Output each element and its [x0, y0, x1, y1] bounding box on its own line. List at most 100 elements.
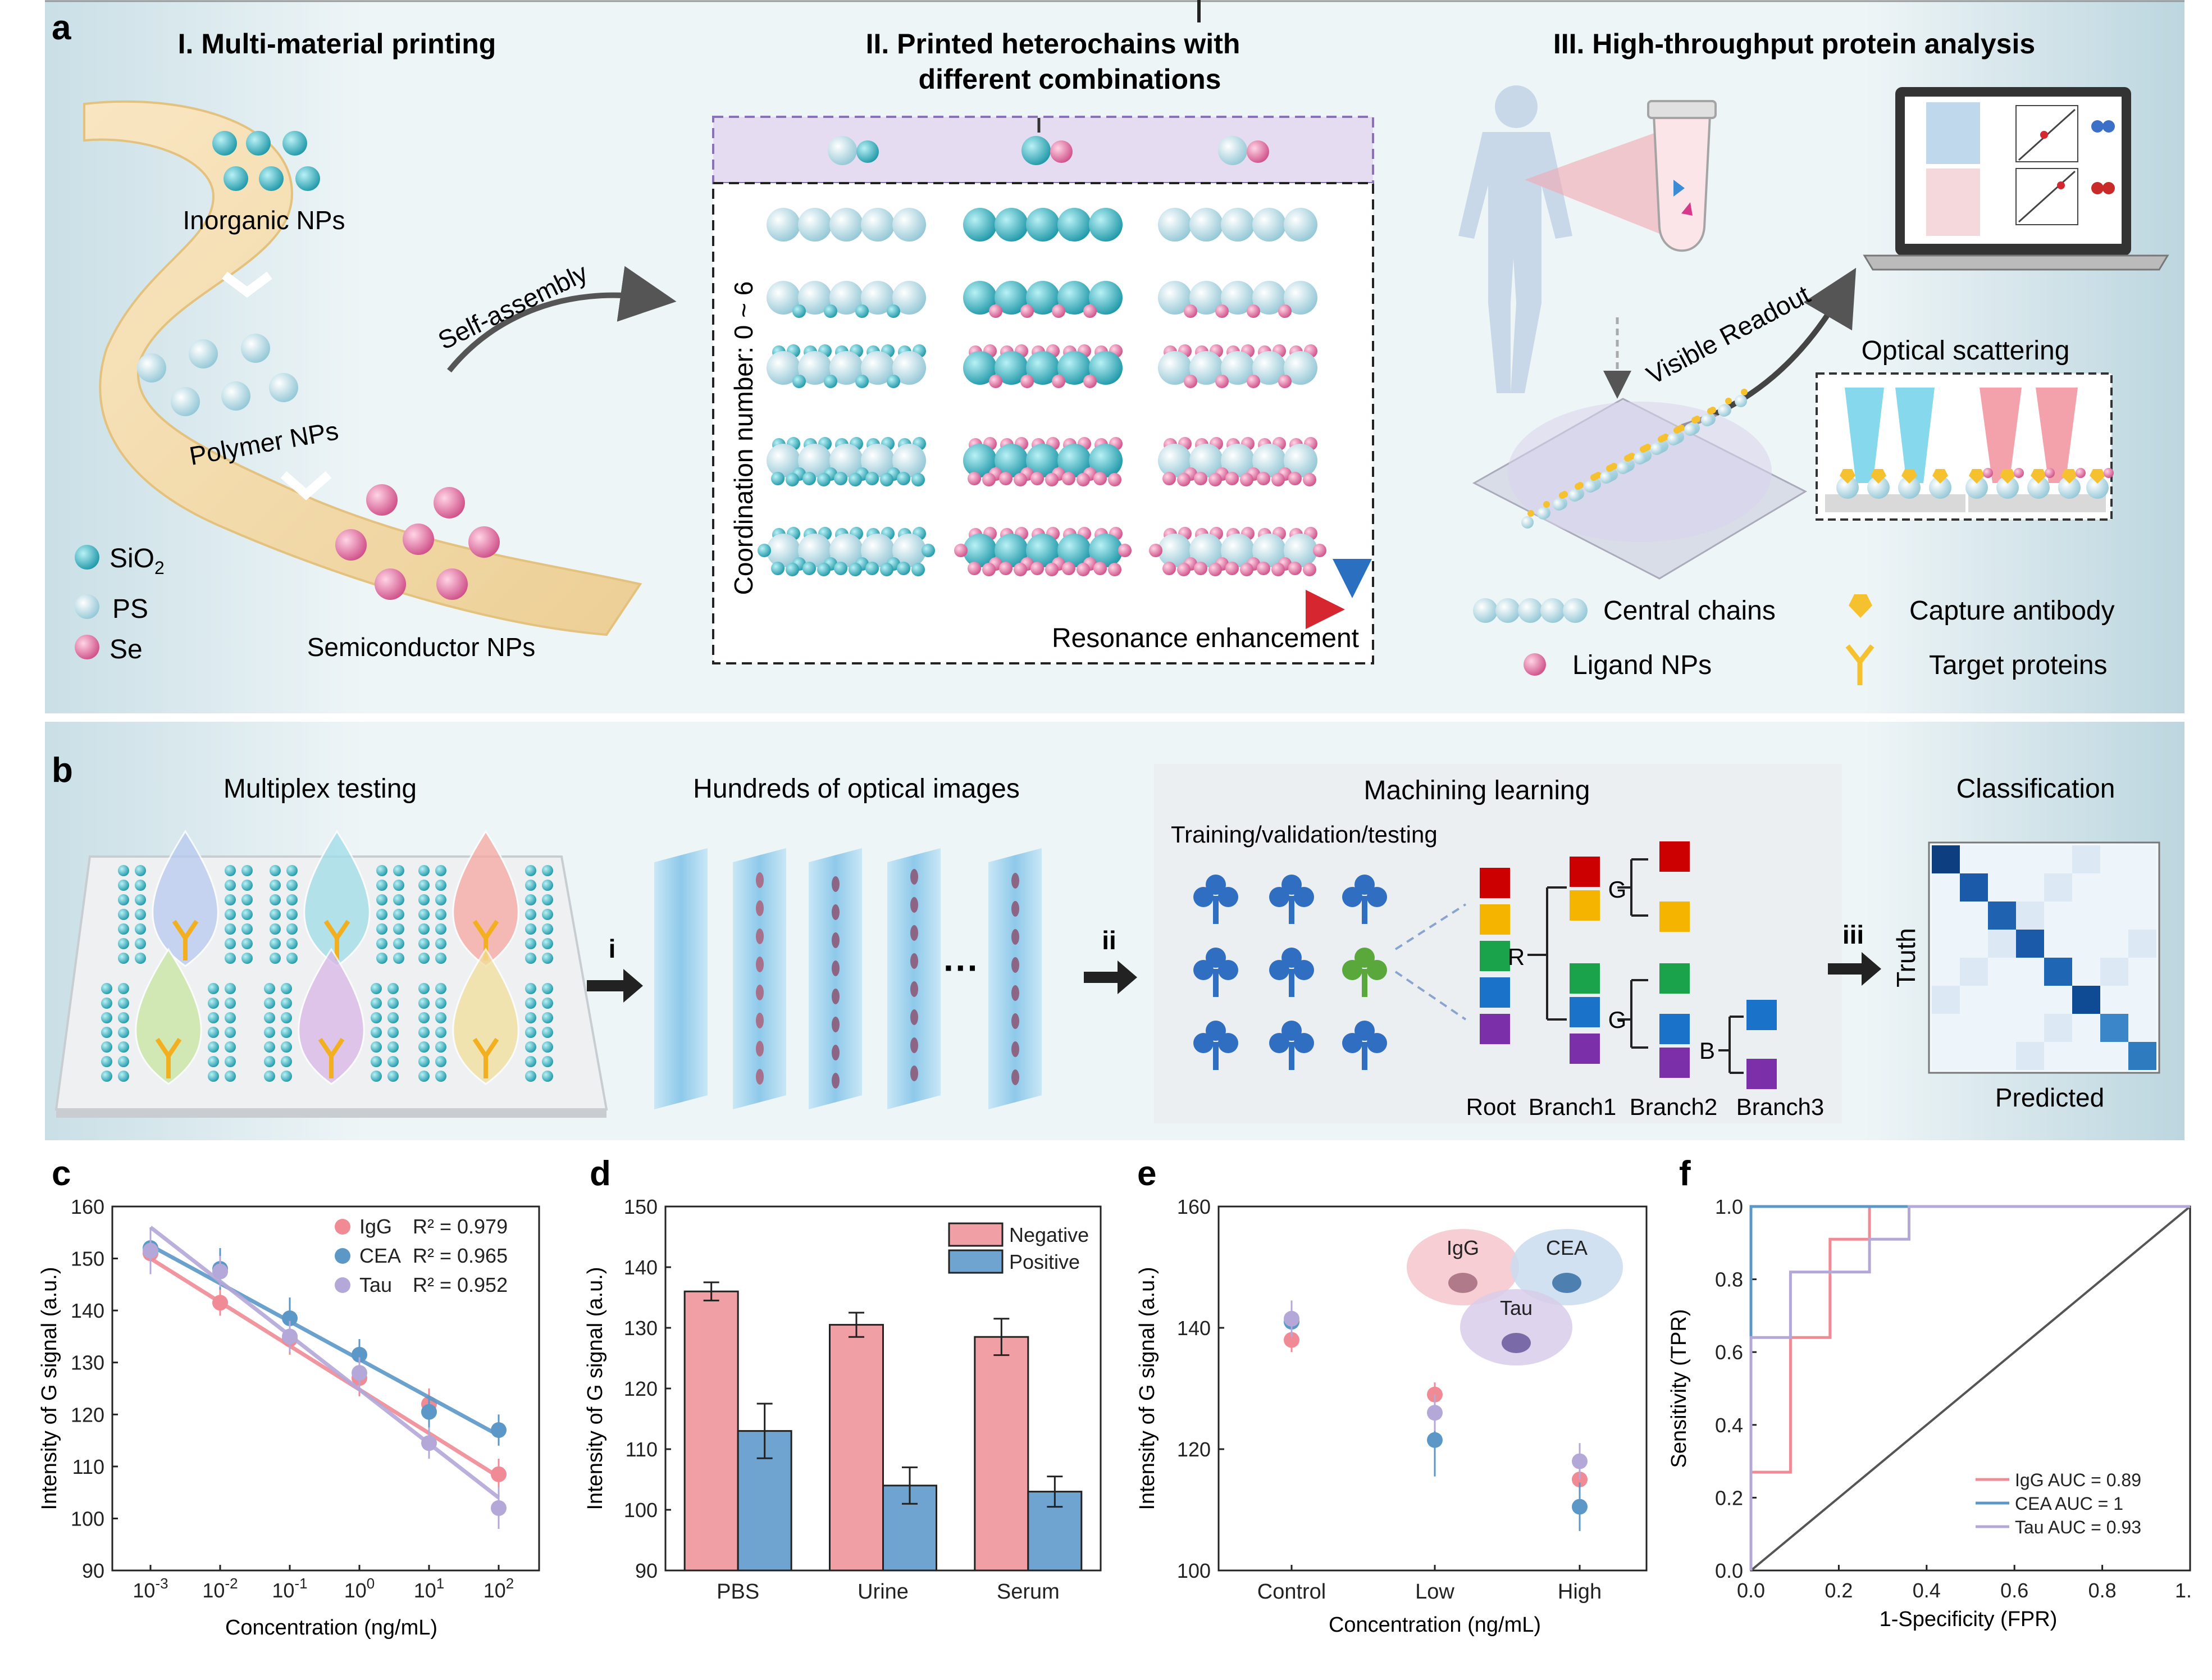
ligand-particle [1062, 562, 1075, 575]
chain-particle [995, 208, 1028, 242]
confusion-cell [2072, 1042, 2100, 1070]
chip-bead [1718, 404, 1730, 417]
branch2-box [1659, 963, 1690, 994]
chain-particle [963, 208, 997, 242]
multiplex-bead [418, 880, 430, 891]
confusion-cell [2072, 1014, 2100, 1042]
ligand-particle [1208, 473, 1222, 486]
ligand-particle [1313, 544, 1326, 557]
root-class-box [1480, 977, 1510, 1008]
multiplex-bead [542, 998, 553, 1009]
legend-r2: R² = 0.965 [413, 1244, 508, 1267]
confusion-cell [2044, 958, 2072, 986]
x-tick-label: 102 [484, 1575, 514, 1602]
chain-particle [1057, 281, 1091, 315]
tree-icon [1281, 1021, 1302, 1041]
tree-icon [1362, 1042, 1367, 1070]
multiplex-bead [525, 865, 536, 876]
confusion-cell [2044, 873, 2072, 902]
chain-particle [767, 208, 800, 242]
multiplex-bead [387, 1056, 399, 1067]
multiplex-bead [270, 894, 281, 905]
self-assembly-arrow [447, 266, 677, 373]
chain-particle [861, 534, 895, 567]
panel-label-e: e [1137, 1154, 1156, 1193]
data-point [282, 1310, 298, 1327]
chain-particle [963, 351, 997, 385]
y-tick-label: 160 [1177, 1195, 1211, 1218]
signal-spot [1011, 901, 1019, 917]
polymer-particle [269, 373, 298, 402]
chain-particle [1089, 208, 1123, 242]
chip-antibody [1741, 389, 1748, 395]
x-tick-label: Urine [858, 1580, 909, 1604]
tree-icon [1362, 969, 1367, 997]
chip-bead [1553, 498, 1565, 511]
data-point [212, 1263, 228, 1280]
multiplex-bead [435, 923, 446, 935]
multiplex-bead [418, 1012, 430, 1023]
chain-particle [829, 534, 863, 567]
combo-header-particles [828, 136, 1269, 165]
multiplex-bead [281, 1027, 292, 1038]
multiplex-bead [435, 1027, 446, 1038]
ligand-particle [1062, 472, 1075, 485]
ligand-particle [771, 562, 785, 575]
legend-r2: R² = 0.952 [413, 1273, 508, 1296]
ligand-particle [1177, 473, 1191, 486]
signal-spot [910, 981, 918, 997]
multiplex-bead [118, 1056, 129, 1067]
ligand-particle [1208, 563, 1222, 576]
bar [974, 1336, 1029, 1572]
combo-ps [1218, 136, 1247, 165]
scatter-bead [1996, 476, 2019, 499]
tree-icon [1213, 896, 1219, 924]
ligand-particle [1225, 472, 1239, 485]
sec2-title-line2: different combinations [919, 63, 1221, 95]
scatter-bead [1836, 476, 1859, 499]
chain-particle [892, 444, 926, 477]
combo-sio2 [1021, 136, 1051, 165]
y-tick-label: 100 [624, 1499, 658, 1522]
chance-line [1750, 1205, 2191, 1572]
chip-antibody [1725, 398, 1732, 404]
chain-particle [1057, 534, 1091, 567]
x-tick-label: Low [1415, 1580, 1454, 1604]
chip-antibody [1606, 465, 1613, 472]
ligand-particle [897, 562, 910, 575]
chain-particle [1284, 444, 1317, 477]
panel-label-d: d [590, 1154, 611, 1193]
chain-particle [1284, 534, 1317, 567]
multiplex-bead [435, 983, 446, 994]
ligand-particle [1225, 562, 1239, 575]
chart-c-xlabel: Concentration (ng/mL) [225, 1616, 437, 1640]
multiplex-bead [135, 923, 146, 935]
y-tick-label: 100 [71, 1507, 104, 1530]
chip-bead [1684, 424, 1696, 436]
node-g2: G [1608, 1007, 1627, 1033]
tree-icon [1342, 887, 1362, 907]
chain-particle [861, 281, 895, 315]
confusion-cell [2100, 873, 2128, 902]
combo-se [1050, 140, 1073, 163]
ligand-particle [1077, 473, 1090, 486]
x-tick-label: 0.0 [1737, 1579, 1765, 1602]
chart-f-xlabel: 1-Specificity (FPR) [1880, 1608, 2058, 1631]
coordination-label: Coordination number: 0 ~ 6 [729, 281, 758, 595]
panel-label-c: c [52, 1154, 71, 1193]
chip-platform [1472, 398, 1808, 580]
confusion-cell [2044, 1014, 2072, 1042]
signal-spot [832, 932, 840, 948]
multiplex-bead [376, 880, 387, 891]
x-tick-label: PBS [717, 1580, 759, 1604]
multiplex-bead [286, 923, 298, 935]
multiplex-bead [118, 1027, 129, 1038]
multiplex-bead [525, 1012, 536, 1023]
ligand-particle [817, 473, 831, 486]
chip-bead [1617, 462, 1629, 474]
chip-bead [1667, 433, 1680, 445]
legend-label: Tau AUC = 0.93 [2015, 1517, 2141, 1537]
bar [829, 1324, 884, 1572]
